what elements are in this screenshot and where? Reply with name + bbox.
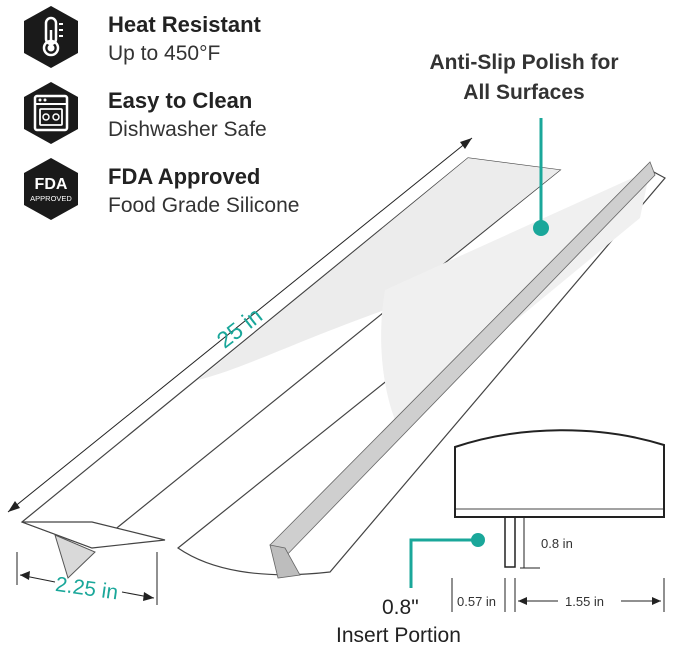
fda-badge-text: FDA [35,176,68,193]
callout-line-2: All Surfaces [463,81,585,104]
approved-badge-text: APPROVED [30,194,72,203]
insert-value: 0.8" [382,596,419,619]
feature-easy-to-clean: Easy to Clean Dishwasher Safe [18,80,338,144]
height-label: 0.8 in [541,536,573,551]
feature-title: Easy to Clean [108,88,253,113]
callout-line-1: Anti-Slip Polish for [429,51,619,74]
fda-approved-icon: FDA APPROVED [24,158,78,220]
feature-heat-resistant: Heat Resistant Up to 450°F [18,4,338,68]
width-label: 2.25 in [54,573,120,605]
anti-slip-callout: Anti-Slip Polish for All Surfaces [398,48,650,108]
width-dimension [16,552,158,605]
length-dimension [7,137,473,513]
anti-slip-pointer [533,118,549,236]
dishwasher-icon [24,82,78,144]
stem-label: 0.57 in [457,594,497,609]
insert-label: Insert Portion [336,624,461,647]
feature-subtitle: Dishwasher Safe [108,118,267,141]
feature-title: FDA Approved [108,164,261,189]
feature-title: Heat Resistant [108,12,261,37]
flange-label: 1.55 in [565,594,605,609]
feature-fda-approved: FDA APPROVED FDA Approved Food Grade Sil… [18,156,338,220]
left-gap-cover [20,157,562,579]
thermometer-icon [24,6,78,68]
cross-section-drawing [451,429,665,612]
feature-subtitle: Food Grade Silicone [108,194,300,217]
feature-subtitle: Up to 450°F [108,42,221,65]
insert-pointer [409,533,485,588]
right-gap-cover [176,161,666,579]
